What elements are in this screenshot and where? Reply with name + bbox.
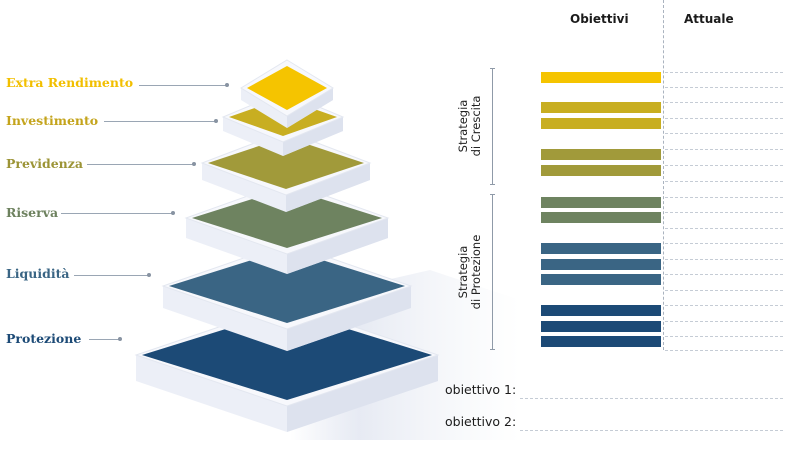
- attuale-row-1[interactable]: [665, 72, 783, 73]
- attuale-row-7[interactable]: [665, 165, 783, 166]
- attuale-row-19[interactable]: [665, 350, 783, 351]
- attuale-row-6[interactable]: [665, 149, 783, 150]
- pyramid-layer-riserva: [184, 181, 390, 274]
- attuale-row-8[interactable]: [665, 181, 783, 182]
- bar-investimento-1: [541, 102, 661, 113]
- bar-liquidita-2: [541, 259, 661, 270]
- bar-riserva-1: [541, 197, 661, 208]
- attuale-row-12[interactable]: [665, 243, 783, 244]
- bracket-crescita: [490, 68, 495, 185]
- obiettivo-1-field[interactable]: [520, 398, 783, 399]
- obiettivo-2-field[interactable]: [520, 430, 783, 431]
- bracket-protezione: [490, 194, 495, 350]
- level-label-investimento: Investimento: [6, 113, 99, 128]
- pyramid-top-protezione: [142, 310, 432, 400]
- bar-extra-rendimento-1: [541, 72, 661, 83]
- group-label-crescita: Strategia di Crescita: [456, 95, 483, 157]
- pyramid-layer-liquidita: [161, 242, 413, 351]
- leader-line-riserva: [61, 211, 175, 215]
- leader-line-protezione: [89, 337, 122, 341]
- pyramid-layer-protezione: [134, 303, 440, 432]
- column-header-obiettivi: Obiettivi: [570, 12, 629, 26]
- bar-liquidita-3: [541, 274, 661, 285]
- bar-riserva-2: [541, 212, 661, 223]
- attuale-row-3[interactable]: [665, 102, 783, 103]
- bar-protezione-1: [541, 305, 661, 316]
- leader-line-previdenza: [87, 162, 196, 166]
- level-label-previdenza: Previdenza: [6, 156, 83, 171]
- attuale-row-16[interactable]: [665, 305, 783, 306]
- attuale-row-18[interactable]: [665, 336, 783, 337]
- attuale-row-14[interactable]: [665, 274, 783, 275]
- group-label-protezione: Strategia di Protezione: [456, 234, 483, 310]
- attuale-row-2[interactable]: [665, 87, 783, 88]
- bar-investimento-2: [541, 118, 661, 129]
- bar-protezione-3: [541, 336, 661, 347]
- attuale-row-13[interactable]: [665, 259, 783, 260]
- level-label-riserva: Riserva: [6, 205, 59, 220]
- pyramid-top-extra-rendimento: [247, 66, 327, 110]
- attuale-row-15[interactable]: [665, 290, 783, 291]
- pyramid-top-previdenza: [208, 137, 364, 189]
- level-label-extra-rendimento: Extra Rendimento: [6, 75, 134, 90]
- level-label-liquidita: Liquidità: [6, 266, 70, 281]
- attuale-row-11[interactable]: [665, 228, 783, 229]
- column-header-attuale: Attuale: [684, 12, 734, 26]
- leader-line-extra-rendimento: [139, 83, 229, 87]
- level-label-protezione: Protezione: [6, 331, 82, 346]
- bar-previdenza-1: [541, 149, 661, 160]
- attuale-row-4[interactable]: [665, 118, 783, 119]
- column-divider: [663, 0, 664, 350]
- pyramid-top-liquidita: [169, 249, 405, 323]
- attuale-row-17[interactable]: [665, 321, 783, 322]
- bar-liquidita-1: [541, 243, 661, 254]
- leader-line-liquidita: [74, 273, 151, 277]
- attuale-row-9[interactable]: [665, 197, 783, 198]
- pyramid-layer-previdenza: [200, 130, 372, 212]
- obiettivo-1-label: obiettivo 1:: [445, 382, 517, 397]
- pyramid-layer-extra-rendimento: [240, 59, 334, 128]
- leader-line-investimento: [104, 119, 218, 123]
- bar-previdenza-2: [541, 165, 661, 176]
- attuale-row-5[interactable]: [665, 133, 783, 134]
- bar-protezione-2: [541, 321, 661, 332]
- pyramid-top-riserva: [192, 188, 382, 248]
- attuale-row-10[interactable]: [665, 212, 783, 213]
- obiettivo-2-label: obiettivo 2:: [445, 414, 517, 429]
